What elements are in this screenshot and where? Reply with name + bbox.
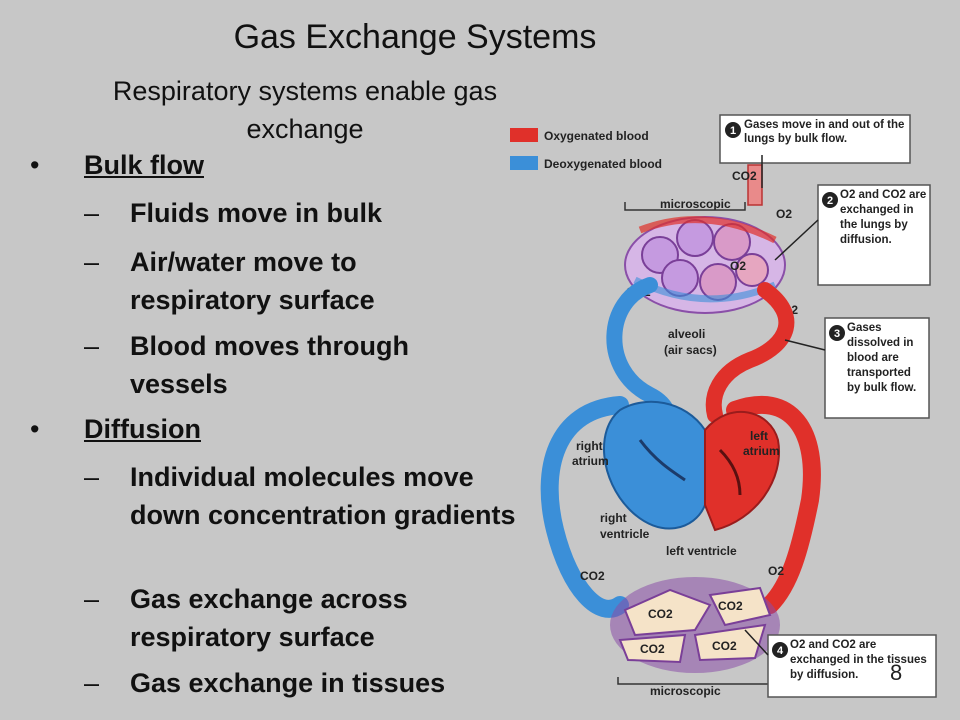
aorta	[726, 396, 821, 614]
callout-text-2: O2 and CO2 are exchanged in the lungs by…	[840, 189, 926, 246]
microscopic-bracket-bottom	[617, 677, 771, 685]
legend-oxygenated: Oxygenated blood	[544, 129, 649, 143]
co2-label-left-vessel: CO2	[580, 569, 605, 583]
microscopic-label-bottom: microscopic	[650, 684, 721, 698]
dash: –	[84, 198, 100, 228]
callout-number-icon-1	[725, 122, 741, 138]
bullet-dot: •	[30, 414, 40, 444]
circulation-diagram: Oxygenated blood Deoxygenated blood CO2 …	[510, 114, 937, 698]
trachea	[747, 164, 763, 206]
callout-number-icon-3	[829, 325, 845, 341]
bullet-heading-diffusion: Diffusion	[84, 414, 201, 444]
dash: –	[84, 331, 100, 361]
tissue-cells	[610, 577, 780, 673]
co2-label-tissue-1: CO2	[648, 607, 673, 621]
callout-box-2	[817, 184, 931, 286]
co2-label-tissue-3: CO2	[640, 642, 665, 656]
co2-label-tissue-2: CO2	[718, 599, 743, 613]
co2-label-tissue-4: CO2	[712, 639, 737, 653]
o2-label-right-vessel: O2	[768, 564, 784, 578]
callout-number-icon-2	[822, 192, 838, 208]
callout-number-1: 1	[730, 125, 736, 137]
callout-number-icon-4	[772, 642, 788, 658]
air-sacs-label: (air sacs)	[664, 343, 717, 357]
bullet-subitem: Individual molecules move down concentra…	[130, 462, 516, 530]
callout-box-4	[767, 634, 937, 698]
left-atrium-label-2: atrium	[743, 444, 780, 458]
bullet-subitem: Gas exchange across respiratory surface	[130, 584, 408, 652]
bullet-subitem: Fluids move in bulk	[130, 198, 383, 228]
alveoli-label: alveoli	[668, 327, 705, 341]
bullet-subitem: Air/water move to respiratory surface	[130, 247, 375, 315]
right-ventricle-label-1: right	[600, 511, 627, 525]
legend-swatch-deoxygenated	[510, 156, 538, 170]
pointer-line-2	[774, 219, 819, 261]
microscopic-bracket-top	[624, 202, 746, 211]
callout-text-3: Gases dissolved in blood are transported…	[847, 322, 916, 394]
callout-text-4: O2 and CO2 are exchanged in the tissues …	[790, 639, 927, 681]
dash: –	[84, 247, 100, 277]
left-ventricle-label: left ventricle	[666, 544, 737, 558]
dash: –	[84, 668, 100, 698]
callout-box-1	[719, 114, 911, 164]
bullet-subitem: Gas exchange in tissues	[130, 668, 446, 698]
pulmonary-vein	[705, 282, 795, 423]
slide-subtitle: Respiratory systems enable gas exchange	[112, 76, 498, 144]
callout-text-1: Gases move in and out of the lungs by bu…	[744, 119, 904, 145]
callout-number-4: 4	[777, 645, 784, 657]
page-number: 8	[890, 660, 903, 685]
left-atrium-label-1: left	[750, 429, 768, 443]
bullet-subitem: Blood moves through vessels	[130, 331, 409, 399]
right-atrium-label-1: right	[576, 439, 603, 453]
pointer-line-3	[784, 339, 826, 351]
o2-label-lung: O2	[730, 259, 746, 273]
bullet-dot: •	[30, 150, 40, 180]
right-ventricle-label-2: ventricle	[600, 527, 650, 541]
slide-title: Gas Exchange Systems	[233, 18, 597, 56]
legend-swatch-oxygenated	[510, 128, 538, 142]
systemic-vein	[540, 396, 629, 618]
dash: –	[84, 462, 100, 492]
dash: –	[84, 584, 100, 614]
callout-number-3: 3	[834, 328, 840, 340]
heart	[603, 400, 780, 532]
microscopic-label-top: microscopic	[660, 197, 731, 211]
legend-deoxygenated: Deoxygenated blood	[544, 157, 662, 171]
pointer-line-4	[744, 629, 769, 656]
bullet-heading-bulk-flow: Bulk flow	[84, 150, 204, 180]
co2-label-top: CO2	[732, 169, 757, 183]
right-atrium-label-2: atrium	[572, 454, 609, 468]
callout-number-2: 2	[827, 195, 833, 207]
o2-label-top: O2	[776, 207, 792, 221]
